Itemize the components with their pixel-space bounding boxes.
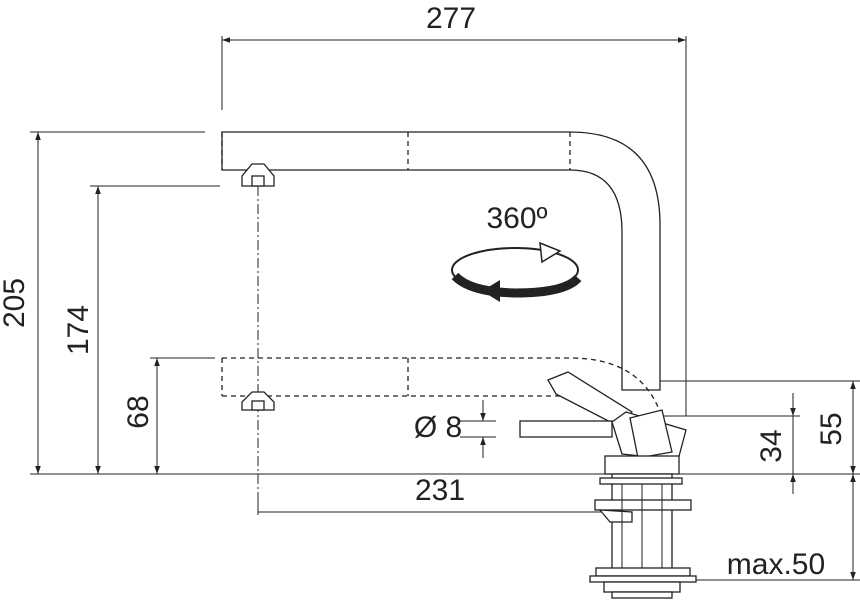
extension-lines — [30, 36, 860, 581]
rotation-arrow-icon — [451, 241, 582, 302]
dim-rotation: 360º — [486, 202, 547, 235]
upper-spout — [221, 131, 661, 391]
faucet-body — [589, 455, 697, 599]
lever-handle — [519, 371, 687, 461]
dim-diameter: Ø 8 — [414, 411, 462, 444]
dim-overall-width: 277 — [426, 2, 476, 35]
lower-spout — [221, 357, 661, 421]
dimension-lines — [35, 37, 856, 580]
dim-max-thickness: max.50 — [727, 548, 825, 581]
dim-reach: 231 — [415, 474, 465, 507]
dim-lower-spout-height: 68 — [122, 395, 155, 428]
dim-upper-spout-height: 174 — [62, 305, 95, 355]
dim-total-height: 205 — [0, 278, 31, 328]
dim-base-height: 55 — [815, 412, 848, 445]
dim-lever-height: 34 — [755, 429, 788, 462]
